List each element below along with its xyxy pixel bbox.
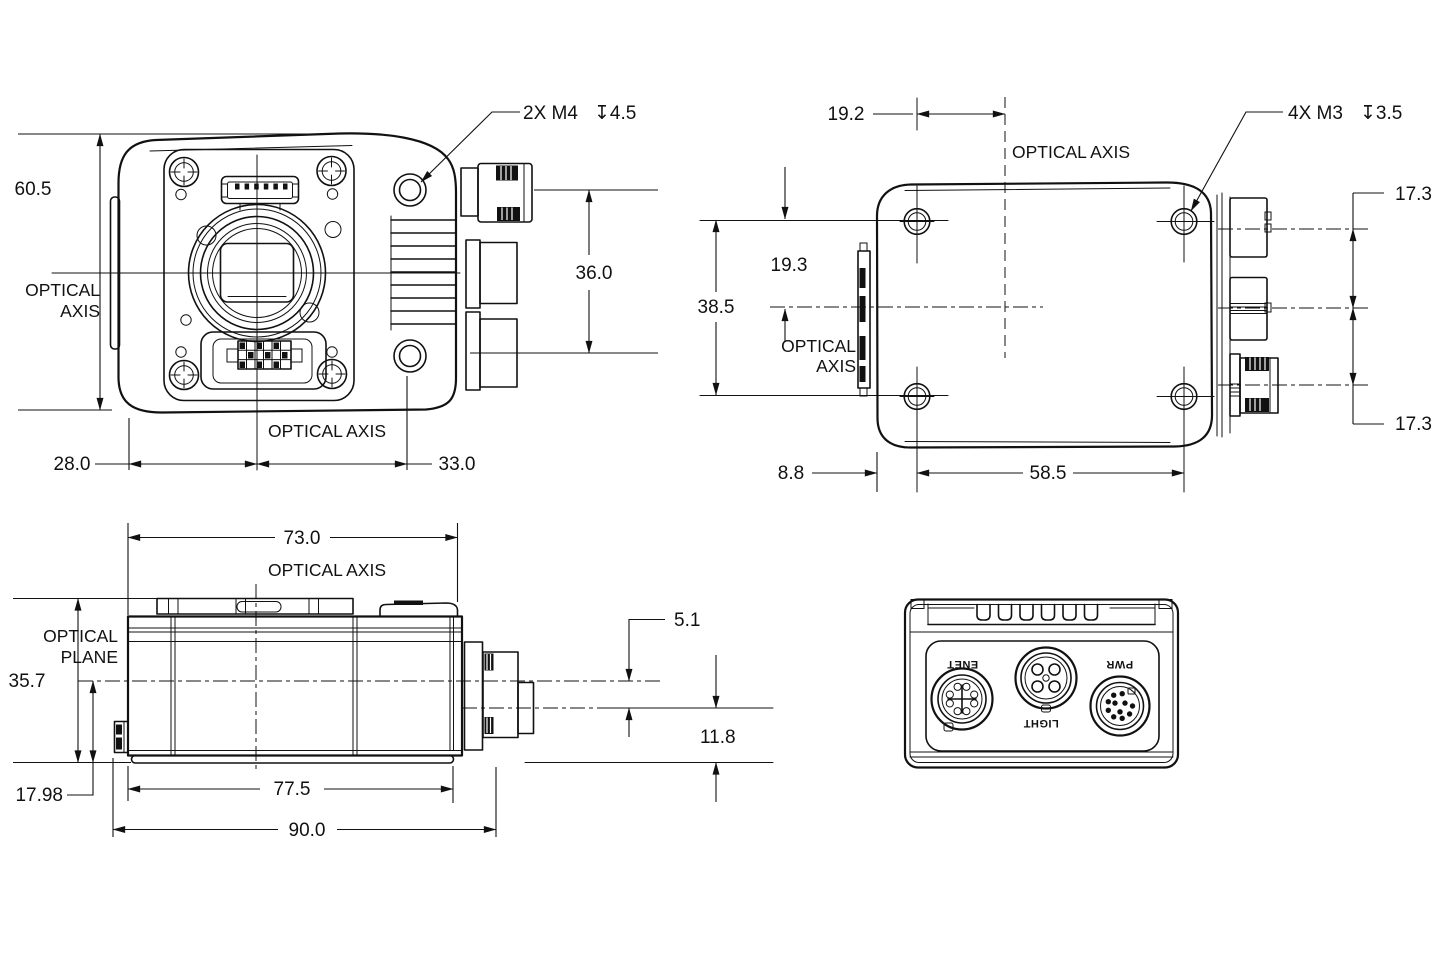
dim-35-7: 35.7 bbox=[9, 671, 46, 692]
dim-38-5: 38.5 bbox=[698, 297, 735, 318]
bottom-side-connectors bbox=[1216, 192, 1372, 438]
bottom-body-outline bbox=[857, 181, 1214, 449]
dim-19-3: 19.3 bbox=[771, 255, 808, 276]
heatsink-teeth bbox=[976, 603, 1099, 621]
dim-90-0: 90.0 bbox=[289, 820, 326, 841]
bottom-optical-axis-2: AXIS bbox=[816, 356, 856, 376]
side-dimensions: 73.0 OPTICAL AXIS OPTICAL PLANE 35.7 17.… bbox=[9, 523, 736, 841]
dim-17-3-top: 17.3 bbox=[1395, 184, 1432, 205]
front-bottom-connector bbox=[200, 331, 327, 390]
side-optical-plane-2: PLANE bbox=[61, 647, 118, 667]
thread-depth-4-5: ↧4.5 bbox=[594, 103, 636, 124]
m4-hole-top bbox=[393, 173, 427, 207]
label-pwr: PWR bbox=[1106, 658, 1133, 670]
dim-5-1: 5.1 bbox=[674, 610, 700, 631]
dim-36-0: 36.0 bbox=[576, 263, 613, 284]
side-centerlines bbox=[78, 584, 774, 770]
side-body-outline bbox=[126, 597, 464, 764]
connector-enet: ENET bbox=[930, 658, 994, 732]
front-centerlines bbox=[51, 154, 461, 471]
front-dimensions: 60.5 36.0 2X M4 ↧4.5 28.0 33.0 OPTICAL A… bbox=[15, 103, 658, 475]
bottom-dimensions: 19.2 OPTICAL AXIS 4X M3 ↧3.5 17.3 17.3 1… bbox=[698, 103, 1432, 492]
corner-screws bbox=[168, 155, 348, 391]
side-optical-axis: OPTICAL AXIS bbox=[268, 560, 386, 580]
dim-17-3-bottom: 17.3 bbox=[1395, 414, 1432, 435]
front-optical-axis-left-2: AXIS bbox=[60, 301, 100, 321]
thread-note-4xm3: 4X M3 bbox=[1288, 103, 1343, 124]
side-right-connector bbox=[463, 641, 535, 751]
connector-light: LIGHT bbox=[1014, 646, 1078, 729]
dim-33-0: 33.0 bbox=[439, 454, 476, 475]
side-optical-plane-1: OPTICAL bbox=[43, 626, 118, 646]
m4-hole-bottom bbox=[393, 339, 427, 373]
rear-view: ENET LIGHT PWR bbox=[903, 598, 1180, 769]
thread-depth-3-5: ↧3.5 bbox=[1360, 103, 1402, 124]
front-optical-axis-bottom: OPTICAL AXIS bbox=[268, 421, 386, 441]
bottom-construction-lines bbox=[699, 97, 1215, 493]
side-left-connector bbox=[113, 720, 129, 754]
label-enet: ENET bbox=[947, 658, 978, 670]
front-optical-axis-left-1: OPTICAL bbox=[25, 280, 100, 300]
front-side-connectors bbox=[460, 162, 533, 391]
dim-58-5: 58.5 bbox=[1030, 463, 1067, 484]
dim-11-8: 11.8 bbox=[700, 727, 736, 748]
dim-8-8: 8.8 bbox=[778, 463, 804, 484]
dim-60-5: 60.5 bbox=[15, 179, 52, 200]
dim-73-0: 73.0 bbox=[284, 528, 321, 549]
front-view: 60.5 36.0 2X M4 ↧4.5 28.0 33.0 OPTICAL A… bbox=[15, 103, 658, 475]
bottom-view: 19.2 OPTICAL AXIS 4X M3 ↧3.5 17.3 17.3 1… bbox=[698, 97, 1432, 493]
dim-17-98: 17.98 bbox=[15, 785, 63, 806]
bottom-optical-axis-top: OPTICAL AXIS bbox=[1012, 142, 1130, 162]
side-view: 73.0 OPTICAL AXIS OPTICAL PLANE 35.7 17.… bbox=[9, 523, 774, 841]
dim-28-0: 28.0 bbox=[54, 454, 91, 475]
bottom-optical-axis-1: OPTICAL bbox=[781, 336, 856, 356]
label-light: LIGHT bbox=[1023, 717, 1059, 729]
dim-19-2: 19.2 bbox=[828, 104, 865, 125]
dim-77-5: 77.5 bbox=[274, 779, 311, 800]
connector-pwr: PWR bbox=[1089, 658, 1151, 737]
m3-mounting-holes bbox=[899, 204, 1202, 414]
thread-note-2xm4: 2X M4 bbox=[523, 103, 578, 124]
rear-body-outline bbox=[903, 598, 1180, 769]
